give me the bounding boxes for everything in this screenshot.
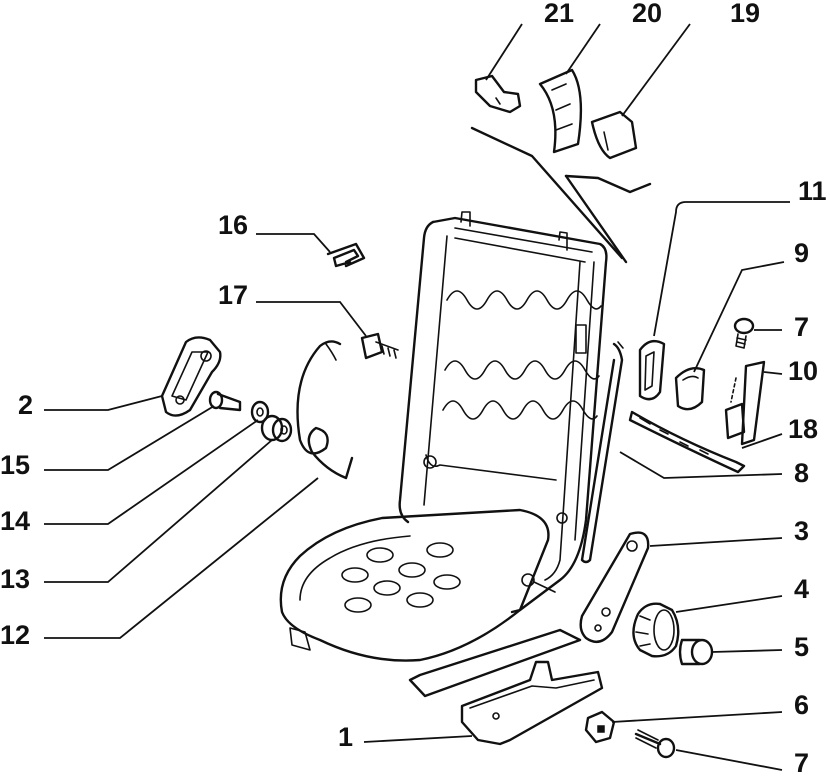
callout-21: 21 bbox=[544, 0, 574, 28]
part-9-cover bbox=[674, 367, 706, 411]
part-6-clip bbox=[584, 710, 616, 744]
callout-8: 8 bbox=[794, 458, 809, 488]
callout-4: 4 bbox=[794, 574, 809, 604]
part-14-washer bbox=[250, 400, 270, 424]
part-7-screw-bottom bbox=[634, 729, 676, 759]
part-18-strap bbox=[628, 410, 746, 474]
part-1-side-trim bbox=[460, 660, 604, 746]
callout-13: 13 bbox=[0, 564, 30, 594]
callout-10: 10 bbox=[788, 356, 818, 386]
part-3-hinge-cover bbox=[579, 531, 650, 644]
part-7-screw-top bbox=[733, 317, 755, 349]
callout-15: 15 bbox=[0, 450, 30, 480]
callout-18: 18 bbox=[788, 414, 818, 444]
callout-7-bottom: 7 bbox=[794, 748, 809, 776]
part-20-cover bbox=[538, 68, 583, 154]
callout-6: 6 bbox=[794, 690, 809, 720]
part-21-key bbox=[474, 74, 522, 114]
part-5-cap bbox=[678, 638, 714, 666]
callout-7-top: 7 bbox=[794, 312, 809, 342]
part-12-spring bbox=[296, 340, 354, 480]
callout-5: 5 bbox=[794, 632, 809, 662]
callout-12: 12 bbox=[0, 620, 30, 650]
part-4-knob bbox=[632, 602, 680, 658]
callout-9: 9 bbox=[794, 238, 809, 268]
callout-3: 3 bbox=[794, 516, 809, 546]
backrest-guide-lines bbox=[470, 126, 652, 264]
callout-11: 11 bbox=[798, 176, 827, 206]
part-11-cap bbox=[638, 339, 666, 401]
part-10-latch-handle bbox=[724, 360, 766, 446]
leader-lines bbox=[44, 23, 790, 771]
callout-2: 2 bbox=[18, 390, 33, 420]
part-16-clip bbox=[326, 242, 366, 268]
seat-frame bbox=[279, 211, 608, 698]
callout-20: 20 bbox=[632, 0, 662, 28]
callout-14: 14 bbox=[0, 506, 30, 536]
part-19-cap bbox=[590, 110, 638, 160]
callout-17: 17 bbox=[218, 280, 248, 310]
callout-19: 19 bbox=[730, 0, 760, 28]
part-17-nut-screw bbox=[360, 332, 399, 360]
part-2-bracket bbox=[160, 336, 222, 417]
part-15-bolt bbox=[208, 390, 242, 412]
part-8-trim-strip bbox=[580, 341, 624, 564]
callout-16: 16 bbox=[218, 210, 248, 240]
callout-1: 1 bbox=[338, 722, 353, 752]
